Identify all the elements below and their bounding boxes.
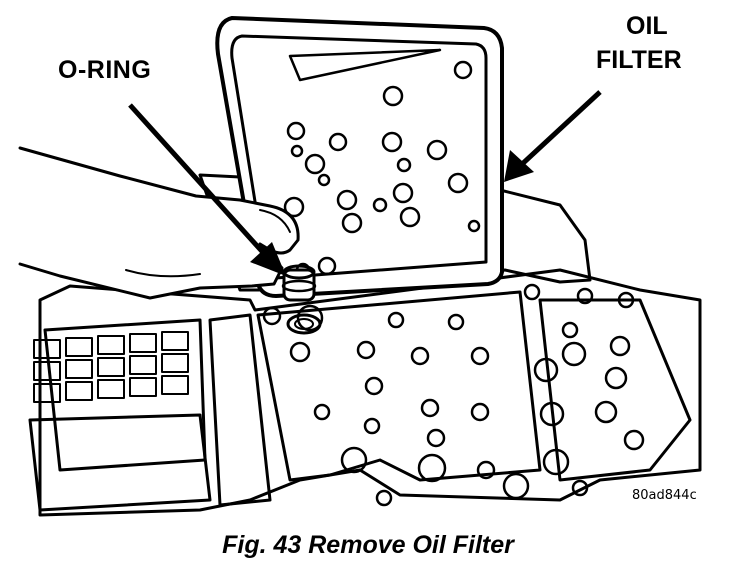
valve-body [28,268,702,517]
oil-filter-label-line2: FILTER [596,46,682,74]
hand [18,146,300,300]
o-ring-label: O-RING [58,56,152,84]
oil-filter-label-line1: OIL [626,12,668,40]
oil-filter-arrow [504,90,602,182]
figure-caption: Fig. 43 Remove Oil Filter [222,531,514,559]
o-ring-part [281,264,322,335]
oil-filter-illustration [18,16,702,517]
o-ring-arrow [128,103,286,276]
image-code: 80ad844c [632,488,697,503]
